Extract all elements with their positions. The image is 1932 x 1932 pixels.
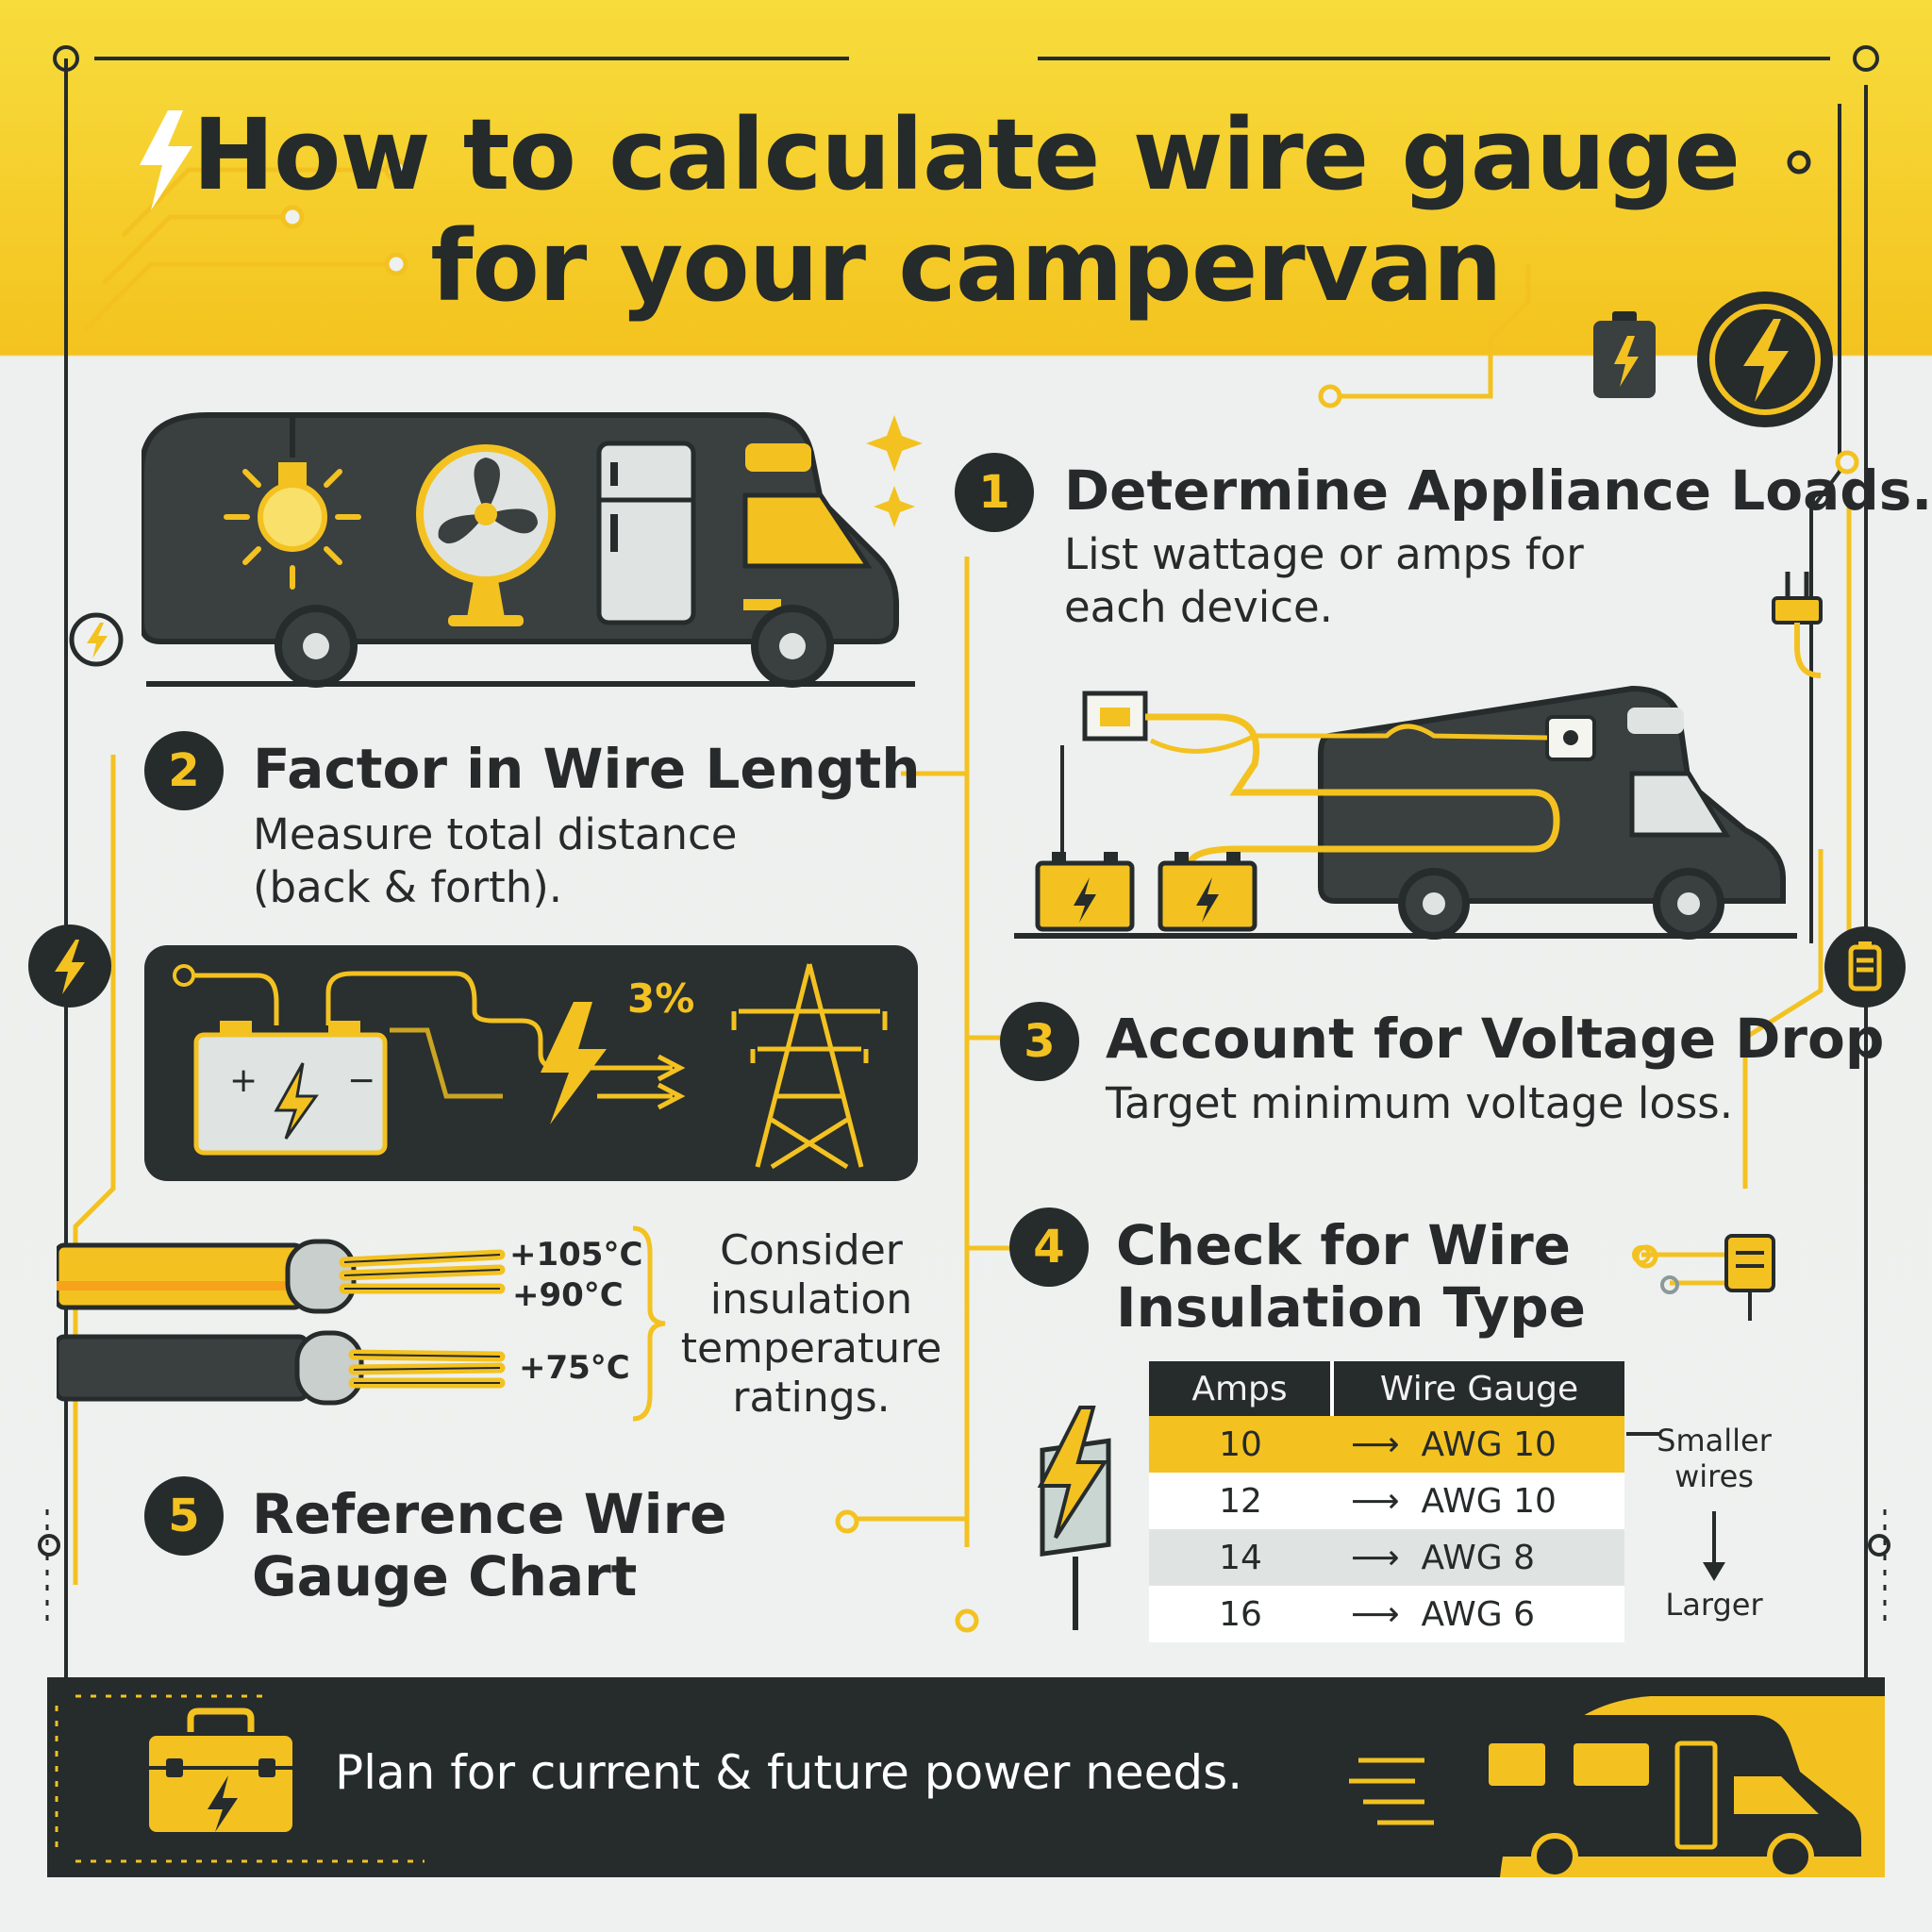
step-2-badge: 2 xyxy=(144,731,224,810)
voltage-drop-percent: 3% xyxy=(627,975,695,1022)
step-5-title: Reference Wire Gauge Chart xyxy=(252,1483,727,1607)
voltage-drop-panel: + − 3% xyxy=(144,945,918,1181)
step-3-badge: 3 xyxy=(1000,1002,1079,1081)
bracket-icon xyxy=(632,1225,666,1422)
table-cell-gauge: ⟶ AWG 10 xyxy=(1332,1416,1624,1473)
gauge-value: AWG 8 xyxy=(1421,1538,1536,1577)
lightning-sign-icon xyxy=(1037,1406,1111,1630)
step-2-description-line2: (back & forth). xyxy=(253,862,563,912)
step-4-title-line2: Insulation Type xyxy=(1116,1275,1586,1340)
insulation-note-line3: temperature xyxy=(680,1324,942,1373)
step-3-title: Account for Voltage Drop xyxy=(1106,1007,1885,1071)
table-cell-amps: 10 xyxy=(1149,1416,1332,1473)
step-4-title-line1: Check for Wire xyxy=(1116,1213,1572,1277)
table-row: 16 ⟶ AWG 6 xyxy=(1149,1586,1624,1642)
step-4-title: Check for Wire Insulation Type xyxy=(1116,1214,1586,1339)
insulation-note: Consider insulation temperature ratings. xyxy=(679,1226,943,1423)
power-tower-icon xyxy=(731,963,888,1170)
power-badge-icon xyxy=(1697,291,1833,427)
insulation-note-line4: ratings. xyxy=(732,1374,891,1422)
arrow-right-icon: ⟶ xyxy=(1351,1594,1400,1634)
step-1-badge: 1 xyxy=(955,453,1034,532)
step-1-description-line1: List wattage or amps for xyxy=(1064,529,1584,579)
table-cell-amps: 16 xyxy=(1149,1586,1332,1642)
wire-gauge-table: Amps Wire Gauge 10 ⟶ AWG 10 12 ⟶ AWG 10 … xyxy=(1149,1361,1624,1642)
gauge-value: AWG 10 xyxy=(1421,1481,1557,1521)
voltage-drop-illustration: + − xyxy=(173,963,888,1170)
battery-icon xyxy=(1593,311,1656,398)
table-cell-amps: 14 xyxy=(1149,1529,1332,1586)
lightning-bolt-icon xyxy=(28,924,111,1008)
light-bulb-icon xyxy=(224,415,361,590)
svg-text:+: + xyxy=(229,1061,258,1100)
table-cell-gauge: ⟶ AWG 8 xyxy=(1332,1529,1624,1586)
lightning-bolt-icon xyxy=(140,110,192,210)
page-title: How to calculate wire gauge for your cam… xyxy=(0,99,1932,322)
table-header-amps: Amps xyxy=(1149,1361,1334,1416)
fridge-icon xyxy=(596,441,696,625)
temp-rating-105: +105°C xyxy=(509,1236,643,1274)
temp-rating-75: +75°C xyxy=(519,1349,630,1387)
arrow-right-icon: ⟶ xyxy=(1351,1481,1400,1521)
smaller-wires-label: Smaller wires xyxy=(1653,1423,1775,1494)
step-5-title-line1: Reference Wire xyxy=(252,1482,727,1546)
arrow-down-icon xyxy=(1703,1511,1725,1581)
connector-line xyxy=(1626,1432,1660,1436)
arrow-right-icon: ⟶ xyxy=(1351,1424,1400,1464)
step-4-badge: 4 xyxy=(1009,1208,1089,1287)
battery-icon: + − xyxy=(193,1021,388,1156)
arrow-right-icon: ⟶ xyxy=(1351,1538,1400,1577)
step-3-description: Target minimum voltage loss. xyxy=(1106,1078,1734,1128)
page-title-line1: How to calculate wire gauge xyxy=(192,97,1740,212)
table-cell-gauge: ⟶ AWG 6 xyxy=(1332,1586,1624,1642)
step-1-description-line2: each device. xyxy=(1064,582,1333,632)
table-row: 10 ⟶ AWG 10 xyxy=(1149,1416,1624,1473)
step-2-title: Factor in Wire Length xyxy=(253,737,921,801)
table-cell-amps: 12 xyxy=(1149,1473,1332,1529)
battery-icon xyxy=(1035,852,1257,932)
battery-icon xyxy=(1824,926,1906,1008)
step-5-title-line2: Gauge Chart xyxy=(252,1544,638,1608)
campervan-appliances-illustration xyxy=(142,412,915,688)
step-1-description: List wattage or amps for each device. xyxy=(1064,528,1584,634)
insulated-wires-illustration xyxy=(57,1239,506,1406)
table-header-wire-gauge: Wire Gauge xyxy=(1332,1361,1624,1416)
step-5-badge: 5 xyxy=(144,1476,224,1556)
gauge-value: AWG 10 xyxy=(1421,1424,1557,1464)
smaller-wires-line1: Smaller xyxy=(1657,1423,1772,1458)
table-cell-gauge: ⟶ AWG 10 xyxy=(1332,1473,1624,1529)
step-2-description: Measure total distance (back & forth). xyxy=(253,808,737,914)
step-2-description-line1: Measure total distance xyxy=(253,809,738,859)
footer-banner: Plan for current & future power needs. xyxy=(47,1677,1885,1877)
table-header-row: Amps Wire Gauge xyxy=(1149,1361,1624,1416)
smaller-wires-line2: wires xyxy=(1674,1458,1754,1494)
campervan-wiring-illustration xyxy=(1014,685,1797,940)
temp-rating-90: +90°C xyxy=(512,1276,624,1314)
lightning-bolt-icon xyxy=(69,612,124,667)
insulation-note-line1: Consider xyxy=(720,1226,903,1274)
fan-icon xyxy=(416,444,556,626)
larger-label: Larger xyxy=(1665,1587,1763,1623)
table-row: 14 ⟶ AWG 8 xyxy=(1149,1529,1624,1586)
wire-connector-icon xyxy=(1632,1234,1775,1321)
gauge-value: AWG 6 xyxy=(1421,1594,1536,1634)
table-row: 12 ⟶ AWG 10 xyxy=(1149,1473,1624,1529)
insulation-note-line2: insulation xyxy=(709,1275,913,1324)
page-title-line2: for your campervan xyxy=(430,208,1502,324)
step-1-title: Determine Appliance Loads. xyxy=(1064,458,1932,523)
footer-text: Plan for current & future power needs. xyxy=(335,1745,1243,1800)
plug-icon xyxy=(1772,572,1823,678)
campervan-icon xyxy=(1456,1715,1861,1875)
svg-text:−: − xyxy=(347,1061,375,1100)
toolbox-icon xyxy=(145,1707,296,1836)
